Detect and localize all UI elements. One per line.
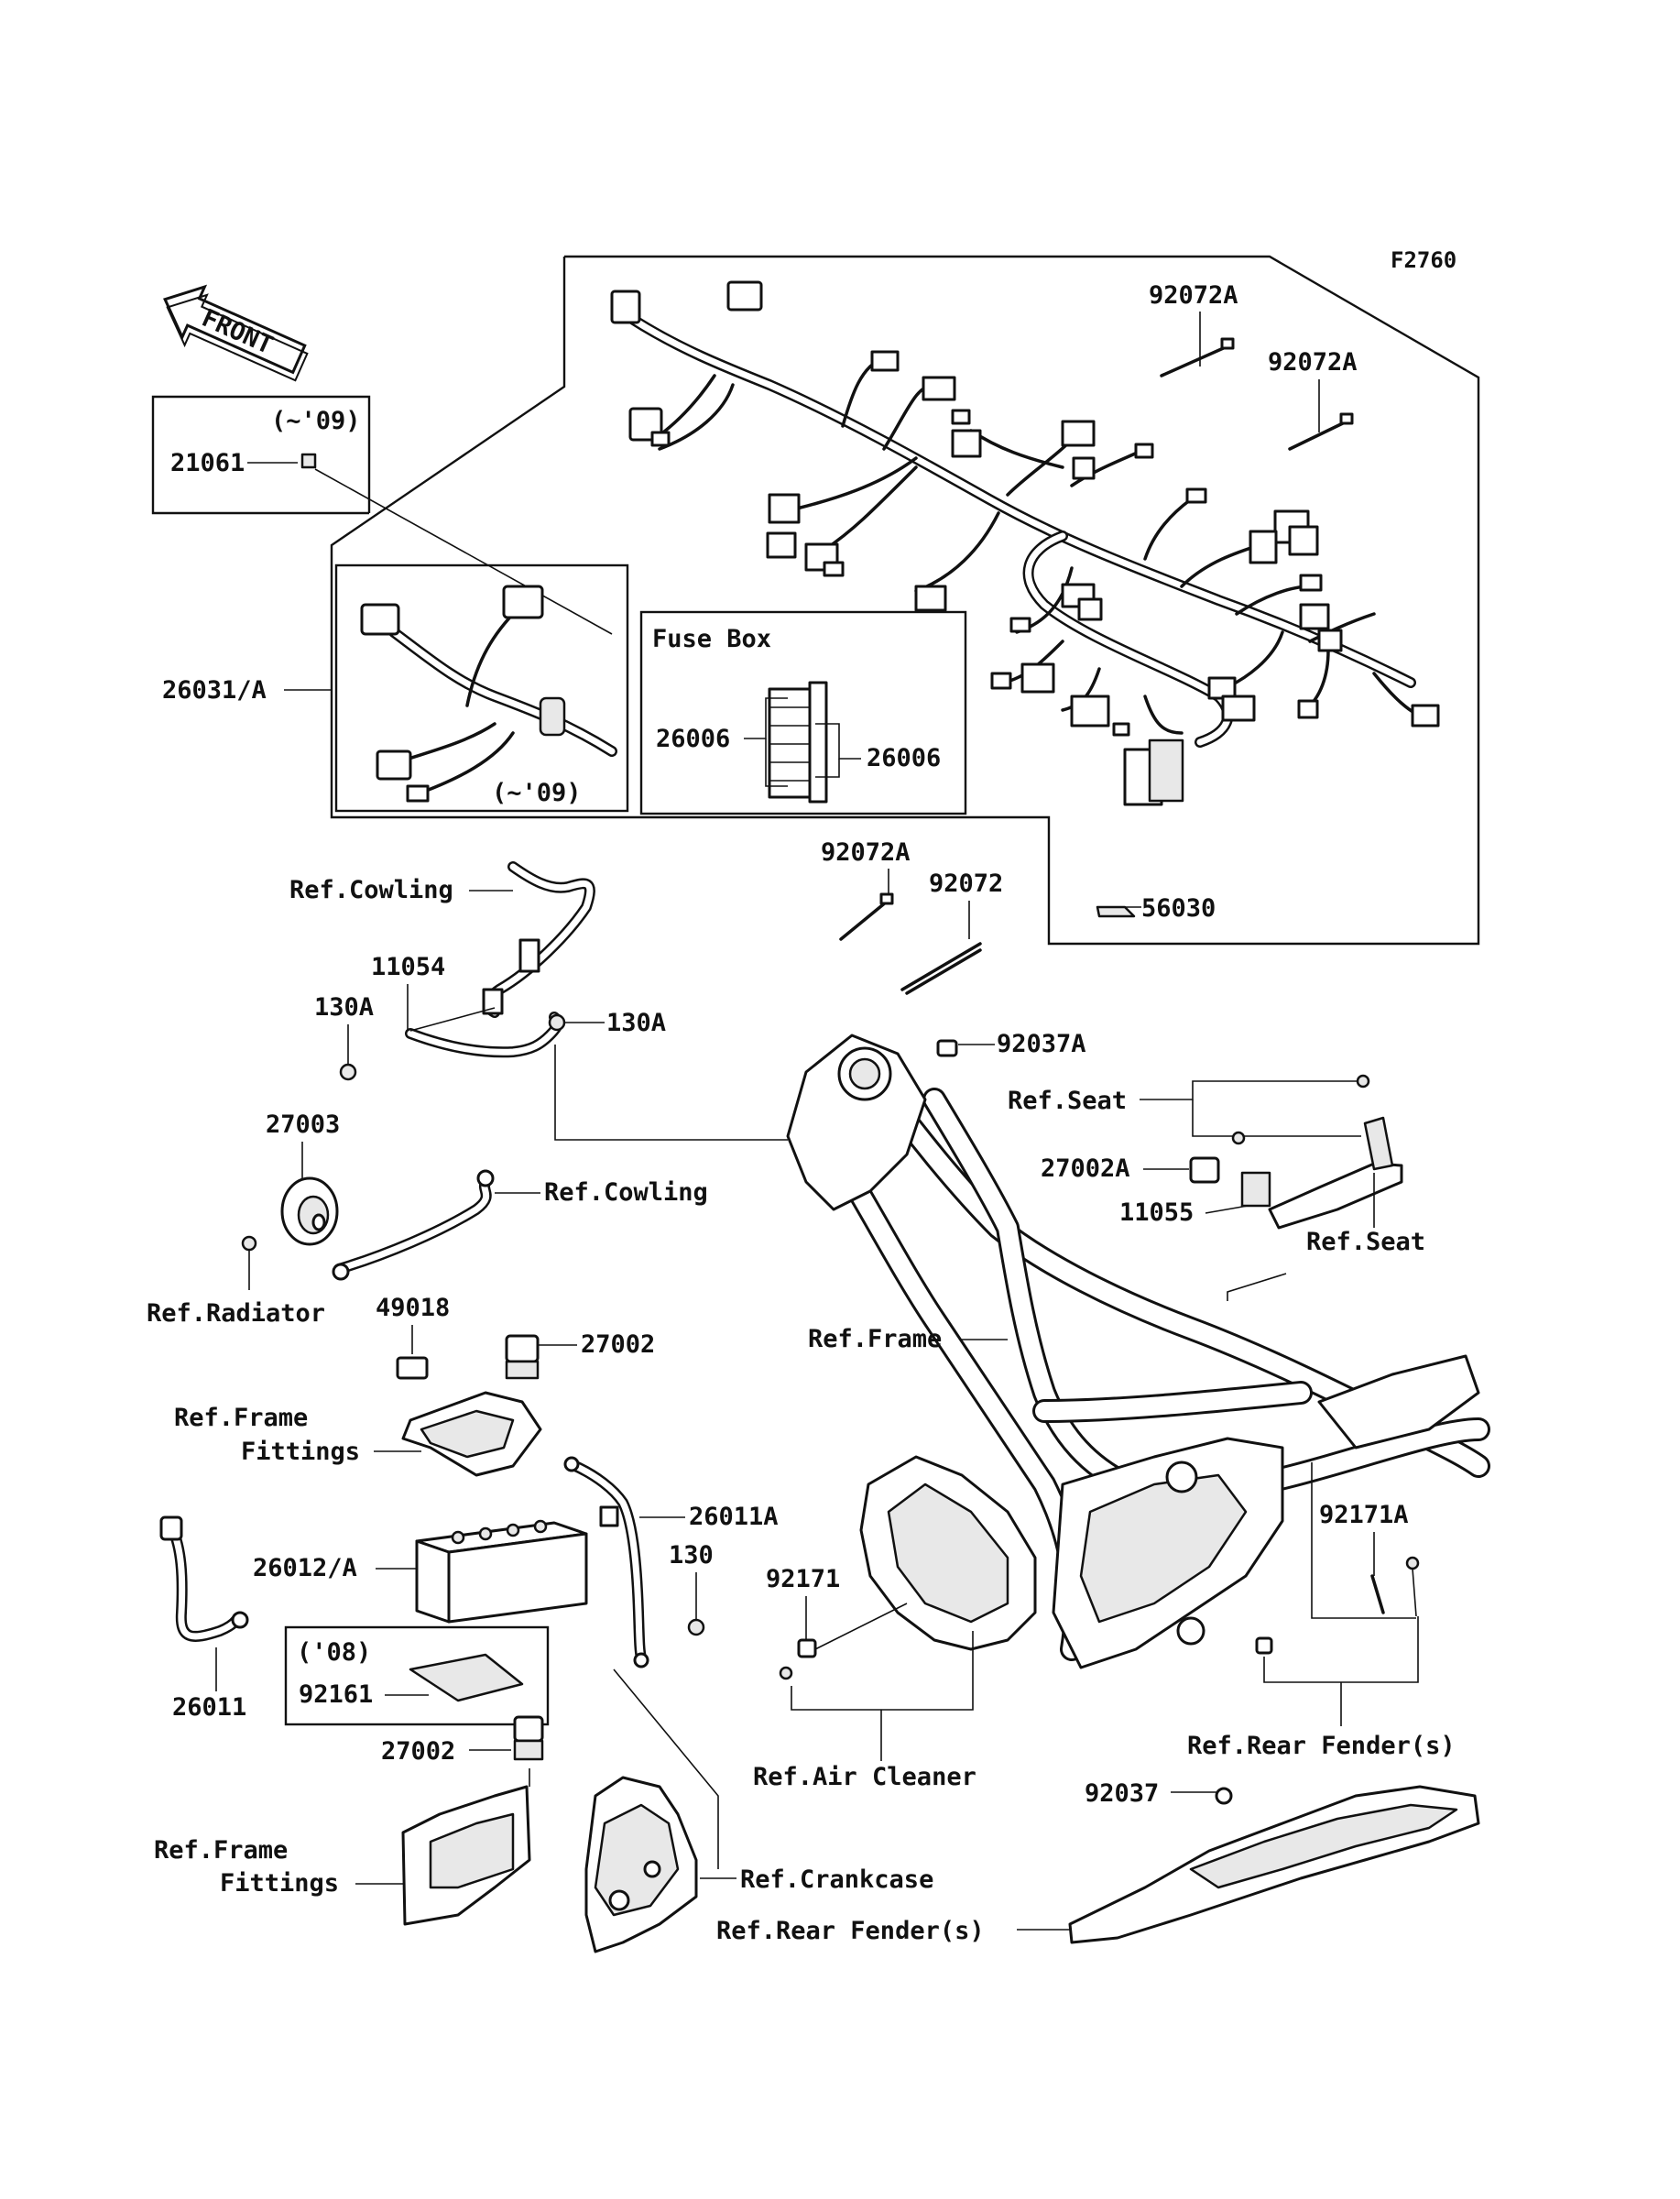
- seat-bracket-part: [1268, 1116, 1403, 1230]
- clamp-92037-label: 92037: [1085, 1779, 1159, 1808]
- horn-27003-label: 27003: [266, 1110, 340, 1139]
- fuse-left-label: 26006: [656, 725, 730, 753]
- bolt-130A-left-part: [339, 1063, 357, 1081]
- connector-49018-part: [396, 1356, 429, 1380]
- bolt-130-part: [687, 1618, 705, 1636]
- fuse-box-frame: [639, 610, 967, 815]
- relay-note-label: (~'09): [271, 407, 361, 435]
- fuse-right-label: 26006: [867, 744, 941, 772]
- relay-21061-label: 21061: [170, 449, 245, 477]
- lead-26011-label: 26011: [172, 1693, 246, 1722]
- cowling-stay-part: [482, 861, 595, 1018]
- relay-note-box: [151, 395, 371, 515]
- relay-27002A-label: 27002A: [1041, 1154, 1130, 1183]
- connector-49018-label: 49018: [376, 1294, 450, 1322]
- bracket-11054-label: 11054: [371, 953, 445, 981]
- ref-frame-fittings-1-line2: Fittings: [241, 1438, 360, 1466]
- ground-lead-26011A-label: 26011A: [689, 1503, 779, 1531]
- rear-fender-part: [1068, 1785, 1480, 1944]
- front-label: FRONT: [198, 304, 278, 360]
- frame-part: [786, 1034, 1490, 1669]
- clamp-92171A-label: 92171A: [1319, 1501, 1409, 1529]
- lead-26011-part: [159, 1515, 249, 1642]
- sheet-92161-box: [284, 1625, 550, 1726]
- band-92072A-3-part: [839, 892, 894, 941]
- sheet-92161-label: 92161: [299, 1680, 373, 1709]
- ref-radiator-label: Ref.Radiator: [147, 1299, 325, 1328]
- bracket-11055-label: 11055: [1119, 1198, 1194, 1227]
- relay-27002-bottom-part: [513, 1715, 544, 1761]
- battery-case-part: [401, 1768, 531, 1926]
- relay-27002-bottom-label: 27002: [381, 1737, 455, 1766]
- clamp-92171A-part: [1255, 1556, 1420, 1655]
- harness-main-label: 26031/A: [162, 676, 267, 705]
- crankcase-part: [584, 1776, 698, 1953]
- main-harness-part: [610, 280, 1440, 806]
- ref-seat-1-label: Ref.Seat: [1008, 1087, 1127, 1115]
- band-92072-label: 92072: [929, 870, 1003, 898]
- relay-27002-top-label: 27002: [581, 1330, 655, 1359]
- ref-seat-2-label: Ref.Seat: [1306, 1228, 1425, 1256]
- relay-27002A-part: [1189, 1156, 1271, 1208]
- clamp-92171-part: [797, 1638, 817, 1658]
- horn-27003-part: [280, 1176, 339, 1246]
- band-92072A-1-part: [1160, 337, 1235, 377]
- band-92072-part: [900, 942, 982, 995]
- clamp-92037A-part: [936, 1039, 958, 1057]
- ref-frame-label: Ref.Frame: [808, 1325, 942, 1353]
- fuse-box-part: [768, 681, 828, 804]
- ref-frame-fittings-1-label: Ref.Frame Fittings: [174, 1404, 360, 1466]
- band-92072A-3-label: 92072A: [821, 838, 911, 867]
- ref-crankcase-label: Ref.Crankcase: [740, 1865, 933, 1894]
- band-92072A-2-part: [1288, 412, 1354, 451]
- inset-harness-part: [360, 585, 617, 803]
- relay-27002-top-part: [505, 1334, 540, 1380]
- battery-26012-part: [415, 1519, 588, 1624]
- band-92072A-2-label: 92072A: [1268, 348, 1358, 377]
- ref-frame-fittings-2-line2: Fittings: [220, 1869, 339, 1898]
- clamp-92171-label: 92171: [766, 1565, 840, 1593]
- bolt-130A-right-label: 130A: [606, 1009, 666, 1037]
- bolt-130A-right-part: [548, 1013, 566, 1032]
- ground-lead-26011A-part: [563, 1456, 649, 1668]
- ref-frame-fittings-1-line1: Ref.Frame: [174, 1404, 308, 1432]
- bolt-130A-left-label: 130A: [314, 993, 374, 1022]
- inset-note-label: (~'09): [492, 779, 582, 807]
- relay-21061-part: [300, 453, 317, 469]
- horn-bracket-part: [332, 1169, 495, 1281]
- fuse-box-title: Fuse Box: [652, 625, 771, 653]
- ref-rear-fender-1-label: Ref.Rear Fender(s): [716, 1917, 985, 1945]
- note-08-label: ('08): [297, 1638, 371, 1667]
- sheet-92161-part: [409, 1653, 524, 1702]
- clamp-92037A-label: 92037A: [997, 1030, 1086, 1058]
- ref-cowling-1-label: Ref.Cowling: [289, 876, 453, 904]
- bolt-130-label: 130: [669, 1541, 714, 1570]
- cover-56030-part: [1096, 905, 1136, 918]
- harness-group-outline: [330, 255, 1480, 946]
- figure-code: F2760: [1391, 247, 1456, 273]
- ref-rear-fender-2-label: Ref.Rear Fender(s): [1187, 1732, 1456, 1760]
- air-cleaner-part: [859, 1455, 1037, 1651]
- cover-56030-label: 56030: [1141, 894, 1216, 923]
- ref-cowling-2-label: Ref.Cowling: [544, 1178, 708, 1207]
- ref-frame-fittings-2-label: Ref.Frame Fittings: [154, 1836, 339, 1898]
- relay-holder-part: [401, 1391, 542, 1477]
- battery-26012-label: 26012/A: [253, 1554, 357, 1582]
- front-arrow-icon: FRONT: [163, 284, 309, 382]
- ref-air-cleaner-label: Ref.Air Cleaner: [753, 1763, 976, 1791]
- band-92072A-1-label: 92072A: [1149, 281, 1238, 310]
- ref-frame-fittings-2-line1: Ref.Frame: [154, 1836, 288, 1865]
- inset-harness-box: [334, 563, 629, 813]
